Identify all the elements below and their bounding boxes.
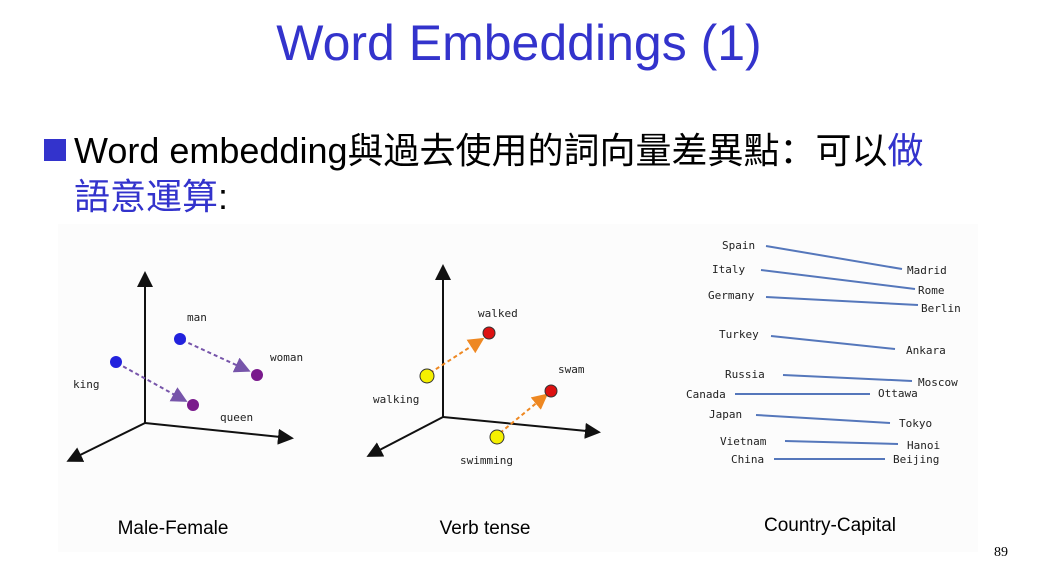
line-russia-moscow xyxy=(782,374,913,382)
label-hanoi: Hanoi xyxy=(907,439,940,452)
queen-point xyxy=(187,399,199,411)
line-japan-tokyo xyxy=(755,414,891,424)
swimming-point xyxy=(489,429,505,445)
line-vietnam-hanoi xyxy=(784,440,899,445)
capital-labels: Madrid Rome Berlin Ankara Moscow Ottawa … xyxy=(878,264,961,466)
bullet-line-2: 語意運算: xyxy=(74,174,228,220)
swimming-swam-arrow xyxy=(499,393,549,434)
line-germany-berlin xyxy=(765,296,919,306)
man-woman-arrow xyxy=(181,339,251,373)
label-moscow: Moscow xyxy=(918,376,958,389)
label-vietnam: Vietnam xyxy=(720,435,767,448)
bullet-highlight: 做 xyxy=(887,130,924,171)
label-canada: Canada xyxy=(686,388,726,401)
label-man: man xyxy=(187,311,207,324)
axis-x-1 xyxy=(144,422,294,445)
king-queen-arrow xyxy=(116,362,188,402)
bullet-line-1: Word embedding與過去使用的詞向量差異點：可以做 xyxy=(44,128,924,174)
label-queen: queen xyxy=(220,411,253,424)
line-turkey-ankara xyxy=(770,335,896,350)
bullet-text: Word embedding與過去使用的詞向量差異點：可以 xyxy=(74,130,888,171)
label-china: China xyxy=(731,453,764,466)
king-point xyxy=(110,356,122,368)
label-madrid: Madrid xyxy=(907,264,947,277)
swam-point xyxy=(544,384,558,398)
label-tokyo: Tokyo xyxy=(899,417,932,430)
label-germany: Germany xyxy=(708,289,755,302)
label-walked: walked xyxy=(478,307,518,320)
line-italy-rome xyxy=(760,269,916,290)
label-rome: Rome xyxy=(918,284,945,297)
walking-point xyxy=(419,368,435,384)
caption-verb-tense: Verb tense xyxy=(439,518,531,539)
label-swam: swam xyxy=(558,363,585,376)
bullet-highlight-2: 語意運算 xyxy=(74,176,219,217)
caption-country-capital: Country-Capital xyxy=(764,515,896,536)
line-spain-madrid xyxy=(765,245,903,270)
bullet-square-icon xyxy=(44,139,66,161)
label-italy: Italy xyxy=(712,263,745,276)
label-woman: woman xyxy=(270,351,303,364)
axis-z-1 xyxy=(66,422,146,462)
label-ankara: Ankara xyxy=(906,344,946,357)
label-turkey: Turkey xyxy=(719,328,759,341)
country-capital-lines xyxy=(735,245,919,460)
verb-tense-axes xyxy=(366,264,601,457)
country-labels: Spain Italy Germany Turkey Russia Canada… xyxy=(686,239,767,466)
walked-point xyxy=(482,326,496,340)
caption-male-female: Male-Female xyxy=(117,518,229,539)
label-walking: walking xyxy=(373,393,419,406)
slide-title: Word Embeddings (1) xyxy=(276,15,762,71)
axis-x-2 xyxy=(442,416,601,439)
label-russia: Russia xyxy=(725,368,765,381)
label-king: king xyxy=(73,378,100,391)
axis-z-2 xyxy=(366,416,444,457)
label-berlin: Berlin xyxy=(921,302,961,315)
page-number: 89 xyxy=(994,545,1008,560)
label-japan: Japan xyxy=(709,408,742,421)
label-swimming: swimming xyxy=(460,454,513,467)
label-spain: Spain xyxy=(722,239,755,252)
male-female-axes xyxy=(66,271,294,462)
label-beijing: Beijing xyxy=(893,453,939,466)
walking-walked-arrow xyxy=(429,337,485,374)
label-ottawa: Ottawa xyxy=(878,387,918,400)
woman-point xyxy=(251,369,263,381)
bullet-suffix: : xyxy=(218,176,229,217)
man-point xyxy=(174,333,186,345)
